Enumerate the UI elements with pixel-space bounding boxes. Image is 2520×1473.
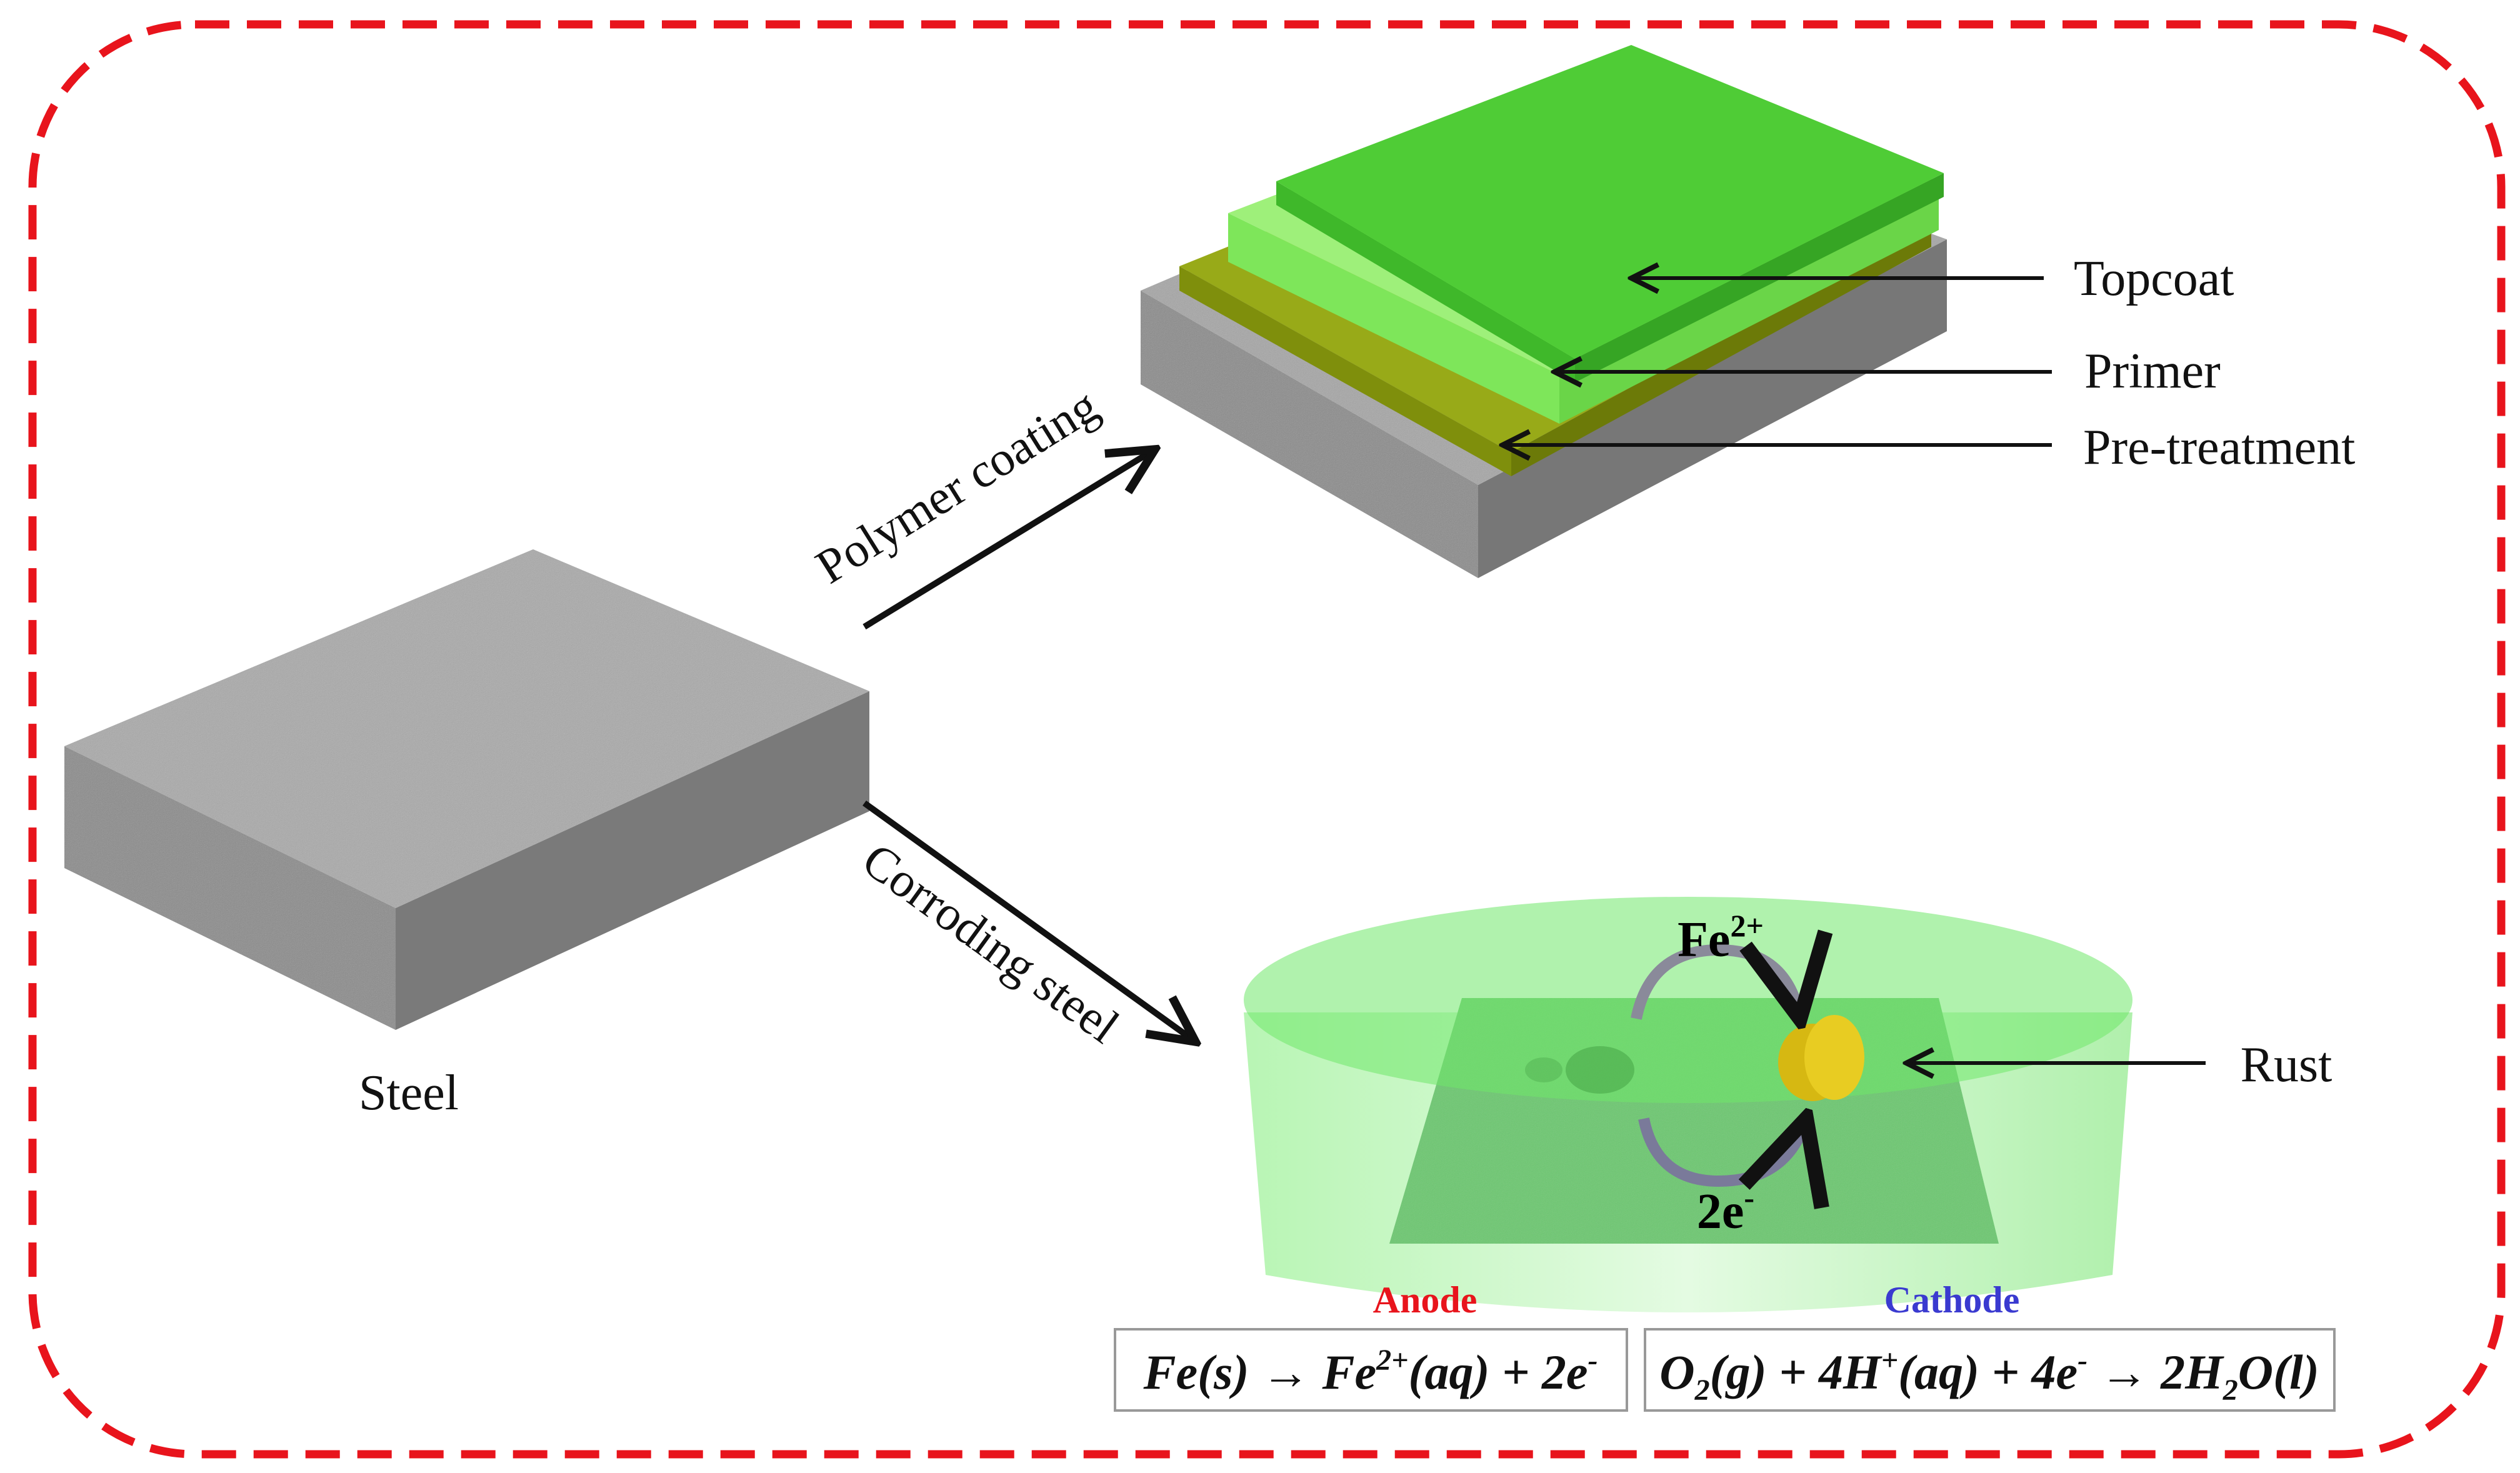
anode-label: Anode (1373, 1279, 1478, 1321)
steel-label: Steel (359, 1066, 459, 1121)
primer-label: Primer (2084, 344, 2221, 399)
cathode-equation-box (1644, 1328, 2336, 1412)
electrons-label: 2e- (1697, 1180, 1754, 1239)
ion-flow-arrow (1631, 950, 1800, 1019)
electron-flow-arrow (1638, 1119, 1806, 1181)
coated-steel-stack (1141, 45, 1947, 578)
steel-slab (64, 549, 869, 1030)
anode-equation: Fe(s) → Fe2+(aq) + 2e- (1143, 1344, 1598, 1399)
corroding-steel-arrow (862, 800, 1196, 1042)
anode-equation-box (1114, 1328, 1628, 1412)
topcoat-label: Topcoat (2074, 251, 2234, 306)
rust-label: Rust (2241, 1037, 2332, 1092)
cathode-equation: O2(g) + 4H+(aq) + 4e- → 2H2O(l) (1659, 1344, 2319, 1407)
primer-layer (1228, 213, 1559, 424)
topcoat-layer (1276, 181, 1575, 382)
fe-ion-label: Fe2+ (1678, 908, 1764, 967)
cathode-label: Cathode (1884, 1279, 2020, 1321)
pretreatment-layer (1179, 266, 1511, 476)
rust-deposit (1778, 1015, 1864, 1101)
polymer-coating-label: Polymer coating (806, 378, 1107, 594)
polymer-coating-arrow (862, 449, 1155, 630)
corroding-steel-label: Corroding steel (853, 832, 1129, 1053)
pretreatment-label: Pre-treatment (2083, 420, 2355, 475)
dashed-border (28, 20, 2506, 1459)
